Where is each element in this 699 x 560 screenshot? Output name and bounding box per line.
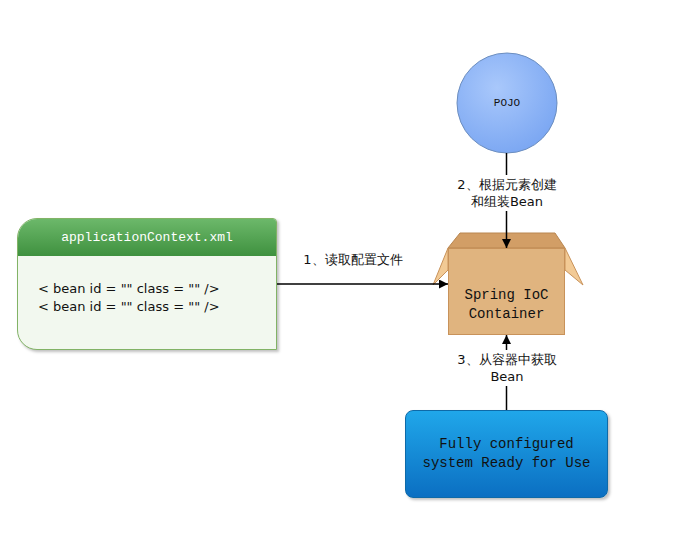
flow-arrow <box>277 283 448 285</box>
step-label: 3、从容器中获取Bean <box>451 350 563 386</box>
ioc-container: Spring IoC Container <box>448 248 565 335</box>
bean-definition: < bean id = "" class = "" /> <box>38 280 266 298</box>
pojo-circle <box>457 53 557 153</box>
bean-definition: < bean id = "" class = "" /> <box>38 298 266 316</box>
container-label: Spring IoC Container <box>453 286 560 324</box>
file-body: < bean id = "" class = "" />< bean id = … <box>18 256 276 326</box>
pojo-node: POJO <box>457 53 557 153</box>
box-right-flap <box>565 248 583 285</box>
step-label: 2、根据元素创建和组装Bean <box>451 175 563 211</box>
config-file-box: applicationContext.xml < bean id = "" cla… <box>17 218 277 350</box>
box-left-flap <box>433 248 448 285</box>
file-header-band: applicationContext.xml <box>18 219 276 256</box>
ready-system-box: Fully configured system Ready for Use <box>405 410 608 498</box>
step-label: 1、读取配置文件 <box>290 250 416 269</box>
pojo-label: POJO <box>494 97 520 109</box>
file-name: applicationContext.xml <box>61 230 233 245</box>
system-label: Fully configured system Ready for Use <box>412 435 601 473</box>
